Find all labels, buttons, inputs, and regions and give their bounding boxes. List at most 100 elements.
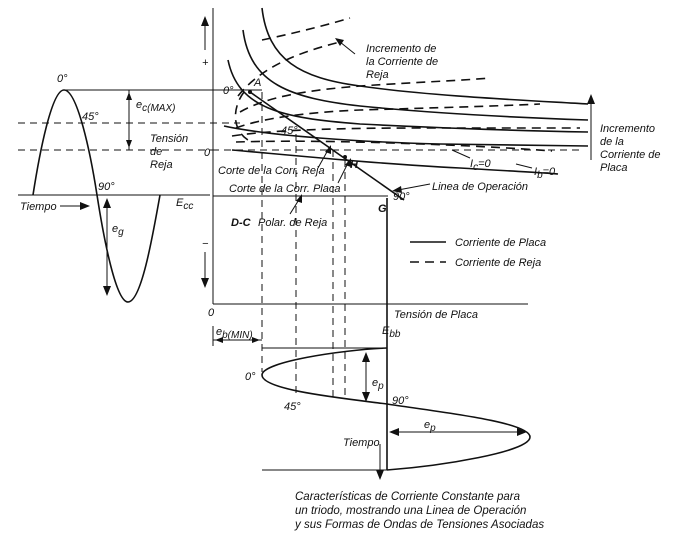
ep-vertical-arrow-bottom	[362, 392, 370, 402]
ec-max-main: e	[136, 99, 142, 111]
plate-increment-label-text-line-4: Placa	[600, 162, 628, 174]
grid-current-curve-5	[231, 127, 580, 137]
corte-reja-pointer	[317, 149, 329, 169]
eg-label: eg	[112, 223, 124, 238]
legend-placa-label: Corriente de Placa	[455, 237, 546, 249]
plate-increment-label-text-line-3: Corriente de	[600, 149, 661, 161]
grid-increment-pointer	[339, 41, 356, 55]
dc-polar-prefix: D-C	[231, 217, 252, 229]
ebb-label: Ebb	[382, 325, 401, 340]
eb-min-arrow-right	[252, 337, 260, 343]
ic-zero-label: Ic=0	[470, 158, 491, 173]
tiempo-bottom-arrowhead	[376, 470, 384, 480]
ep-horizontal-arrow-left	[389, 428, 399, 436]
dc-polar-label: Polar. de Reja	[258, 217, 327, 229]
ep-horizontal-label: ep	[424, 419, 436, 434]
deg90-curve: 90°	[393, 191, 410, 203]
point-h-label: H	[350, 159, 359, 171]
tiempo-left-arrowhead	[80, 202, 90, 210]
corte-reja-pointer-head	[325, 145, 331, 154]
minus-arrowhead	[201, 278, 209, 288]
ecc-label: Ecc	[176, 197, 193, 212]
ec-max-label: ec(MAX)	[136, 99, 175, 114]
zero-deg-curve: 0°	[223, 85, 234, 97]
operating-line-pointer	[397, 183, 431, 191]
ep-vertical-sub: p	[377, 381, 384, 392]
ep-vertical-main: e	[372, 377, 378, 389]
corte-placa-pointer-head	[345, 158, 351, 167]
caption-line-2: un triodo, mostrando una Linea de Operac…	[295, 505, 526, 517]
tension-reja-text: Tensión	[150, 133, 188, 145]
point-a-label: A	[253, 77, 261, 89]
plate-increment-label-text: Incremento	[600, 123, 655, 135]
zero-deg-bottom: 0°	[245, 371, 256, 383]
deg90-left: 90°	[98, 181, 115, 193]
ib-sub: b	[537, 170, 543, 181]
ic-val: =0	[478, 158, 491, 170]
ec-max-arrow-bottom	[126, 140, 132, 148]
grid-current-curve-3	[239, 77, 491, 113]
eb-min-label: eb(MIN)	[216, 326, 253, 341]
grid-current-curve-1	[261, 17, 351, 41]
corte-placa-label: Corte de la Corr. Placa	[229, 183, 340, 195]
ecc-main: E	[176, 197, 184, 209]
minus-sign: −	[202, 238, 209, 250]
caption-line-1: Características de Corriente Constante p…	[295, 491, 520, 503]
eb-min-main: e	[216, 326, 222, 338]
plate-current-curve-1	[261, 7, 589, 105]
corte-reja-label: Corte de la Corr. Reja	[218, 165, 325, 177]
eb-min-arrow-left	[215, 337, 223, 343]
plate-voltage-wave	[261, 347, 531, 471]
ebb-main: E	[382, 325, 390, 337]
eb-min-sub: b(MIN)	[222, 330, 253, 341]
point-a-dot	[248, 90, 252, 94]
dc-bias-pointer-head	[296, 194, 302, 203]
ebb-sub: bb	[389, 329, 401, 340]
grid-increment-pointer-head	[335, 38, 344, 46]
tiempo-bottom-label: Tiempo	[343, 437, 380, 449]
deg45-left: 45°	[82, 111, 99, 123]
legend-reja-label: Corriente de Reja	[455, 257, 541, 269]
corte-placa-pointer	[337, 162, 349, 184]
ep-horizontal-main: e	[424, 419, 430, 431]
zero-deg-left: 0°	[57, 73, 68, 85]
plate-current-cutoff-curve	[231, 149, 559, 175]
ib-zero-pointer	[515, 163, 533, 169]
origin-zero: 0	[208, 307, 215, 319]
plus-sign: +	[202, 57, 209, 69]
point-h-dot	[343, 155, 347, 159]
ec-max-sub: c(MAX)	[142, 103, 175, 114]
grid-current-cutoff-curve	[235, 140, 553, 152]
ib-val: =0	[543, 166, 556, 178]
grid-axis-zero: 0	[204, 147, 211, 159]
deg90-bottom: 90°	[392, 395, 409, 407]
eg-arrow-bottom	[103, 286, 111, 296]
deg45-bottom: 45°	[284, 401, 301, 413]
ic-zero-pointer	[451, 149, 471, 159]
ep-vertical-label: ep	[372, 377, 384, 392]
grid-increment-label-text: Incremento de	[366, 43, 436, 55]
plate-increment-arrowhead	[587, 94, 595, 104]
eg-sub: g	[118, 227, 124, 238]
grid-current-curve-4	[235, 103, 541, 129]
point-g-label: G	[378, 203, 387, 215]
ic-sub: c	[473, 162, 478, 173]
grid-voltage-wave	[32, 89, 161, 303]
ib-main: I	[534, 166, 537, 178]
operating-line-label: Linea de Operación	[432, 181, 528, 193]
ep-horizontal-sub: p	[429, 423, 436, 434]
ib-zero-label: Ib=0	[534, 166, 556, 181]
tension-placa-label: Tensión de Placa	[394, 309, 478, 321]
grid-increment-label-text-line-2: la Corriente de	[366, 56, 438, 68]
caption-line-3: y sus Formas de Ondas de Tensiones Asoci…	[294, 519, 544, 531]
tension-reja-text-line-2: de	[150, 146, 162, 158]
plate-increment-label-text-line-2: de la	[600, 136, 624, 148]
eg-arrow-top	[103, 198, 111, 208]
ecc-sub: cc	[183, 201, 193, 212]
operating-line	[249, 91, 405, 201]
